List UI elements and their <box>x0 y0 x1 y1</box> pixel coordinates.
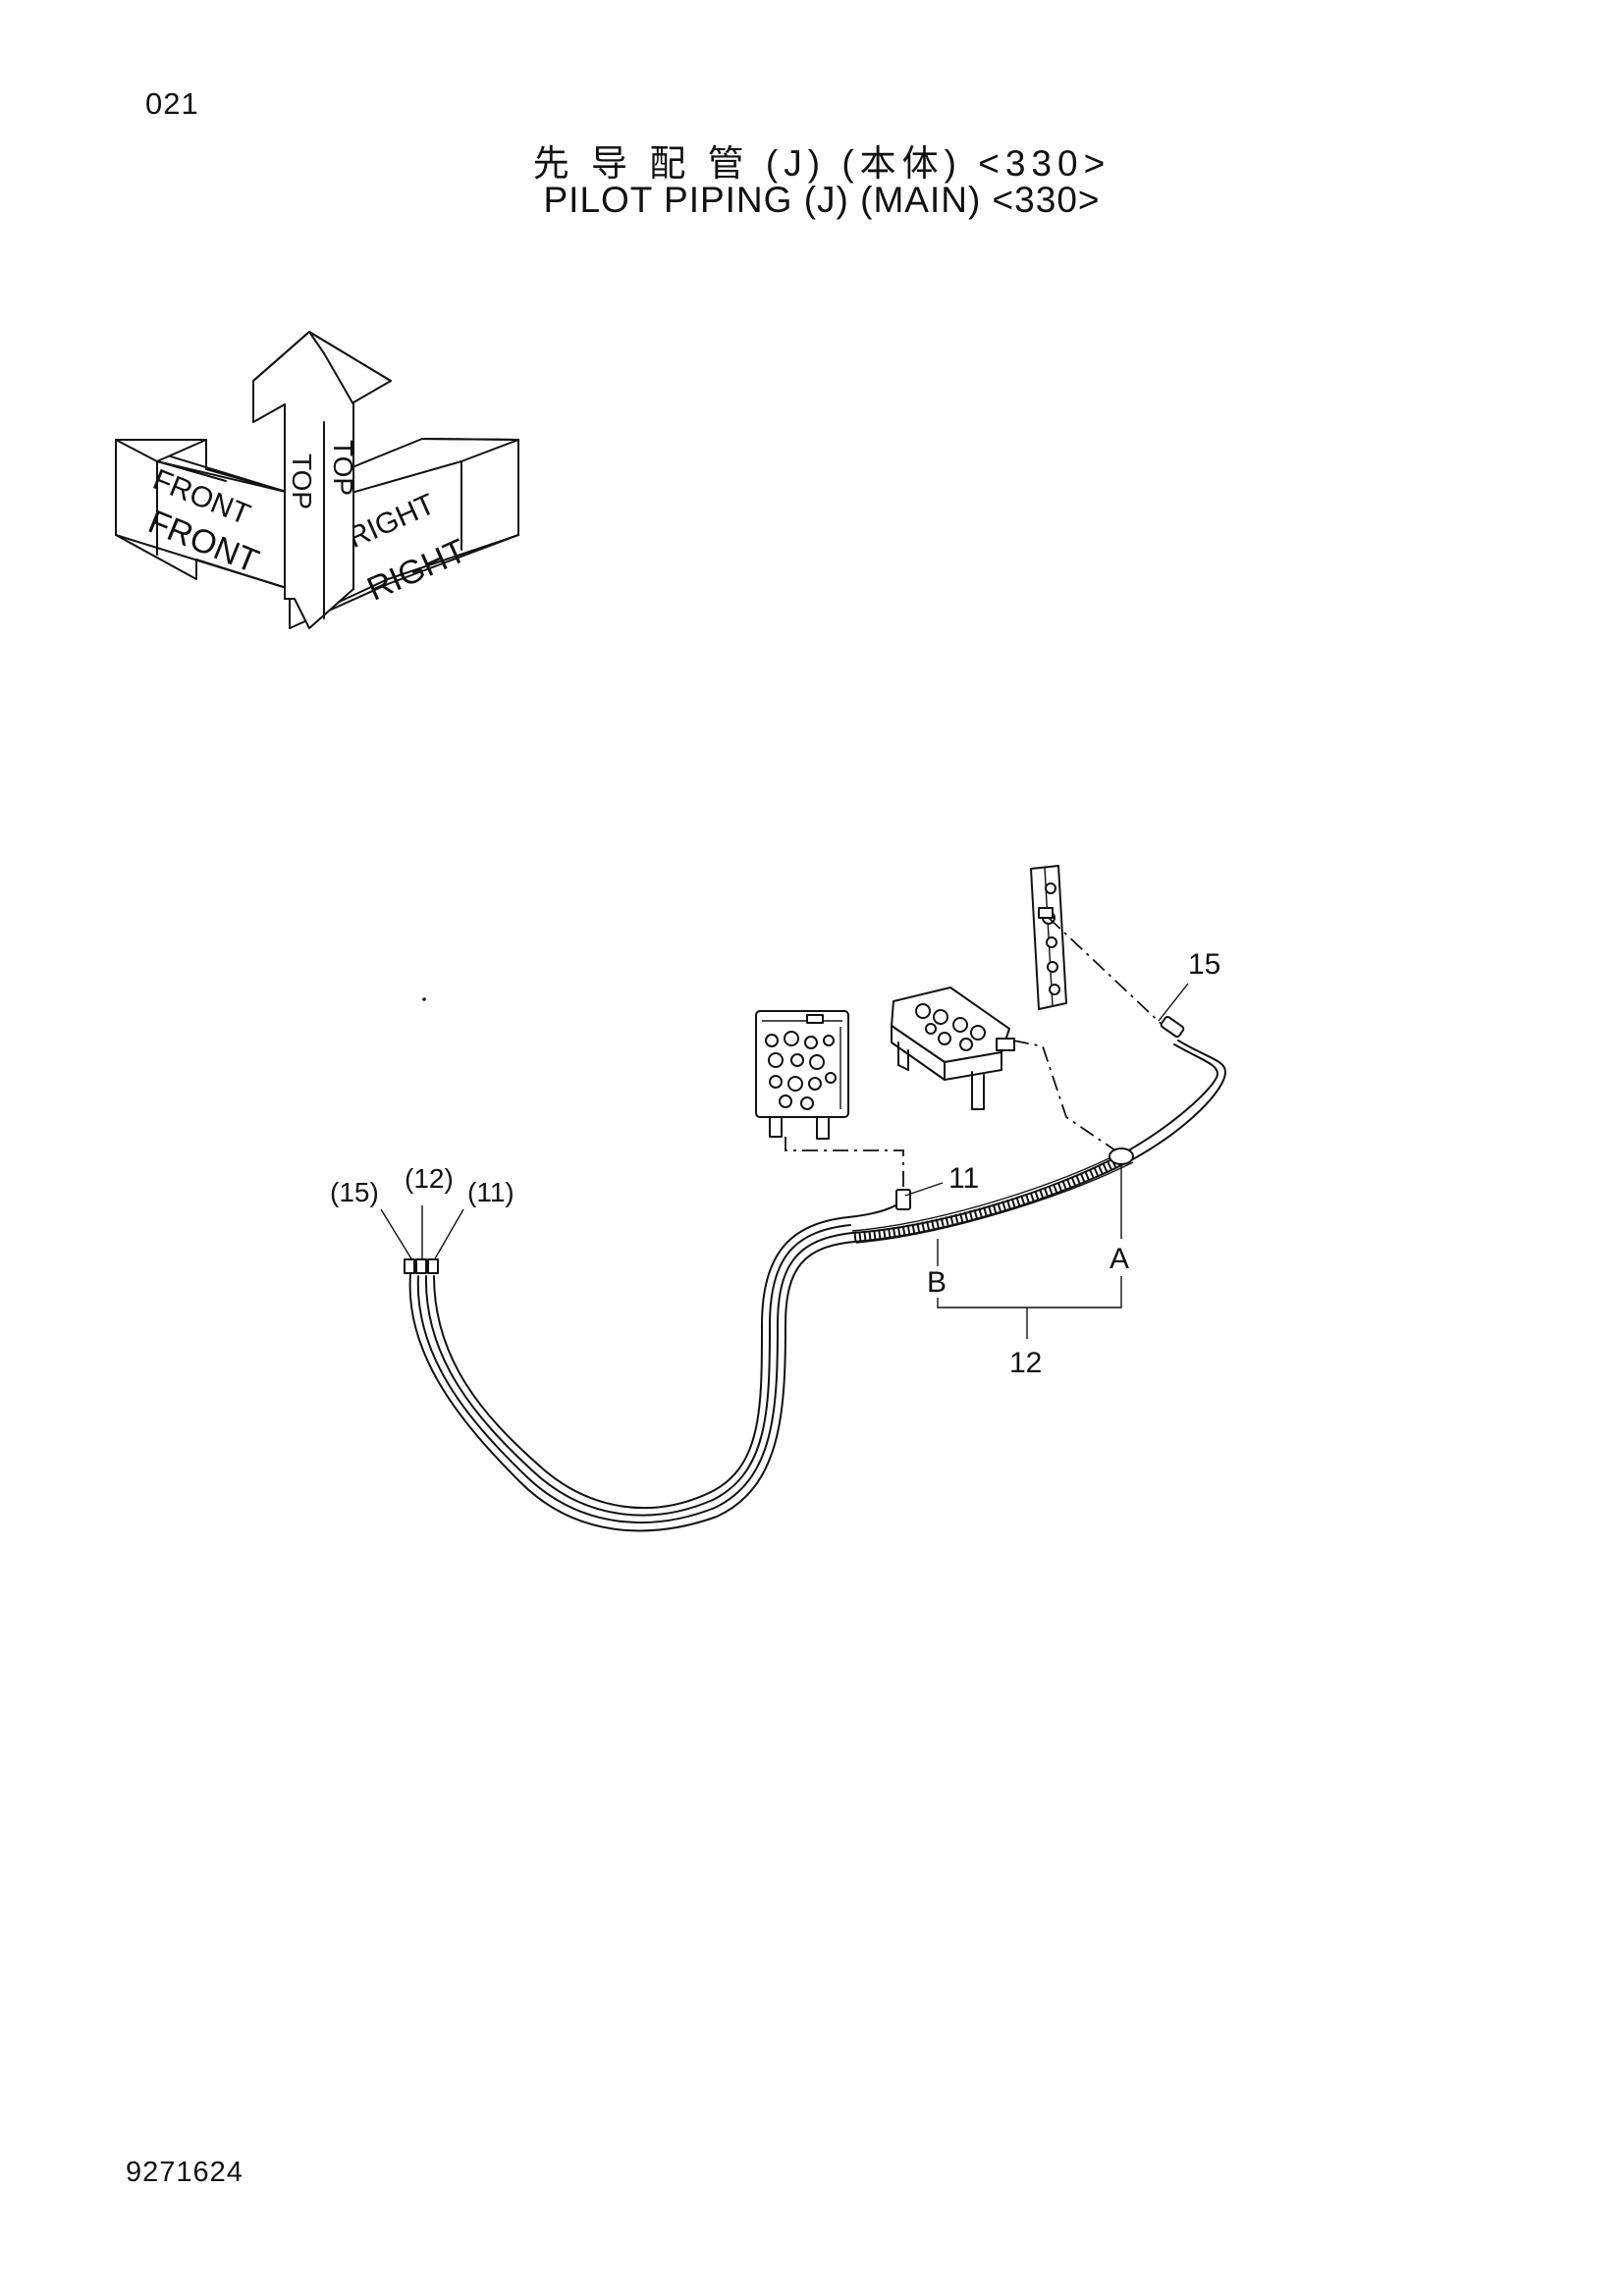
top-label-1: TOP <box>287 454 317 509</box>
callouts: 15 11 A B 12 (15) (12) (11) <box>330 948 1220 1379</box>
speck <box>422 997 426 1001</box>
title-english: PILOT PIPING (J) (MAIN) <330> <box>543 180 1101 220</box>
callout-15: 15 <box>1188 948 1220 981</box>
control-valve-block <box>755 1010 849 1140</box>
title-chinese: 先 导 配 管 (J) (本体) <330> <box>532 143 1111 184</box>
callout-12: 12 <box>1009 1347 1042 1379</box>
callout-paren-12: (12) <box>405 1163 454 1194</box>
callout-11: 11 <box>948 1162 979 1195</box>
top-label-2: TOP <box>328 440 358 496</box>
pilot-valve-block <box>891 987 1015 1110</box>
orientation-indicator: FRONT FRONT RIGHT RIGHT TOP TOP <box>115 331 519 629</box>
top-arrow: TOP TOP <box>252 331 392 629</box>
valve-bank-rail <box>1030 865 1067 1010</box>
callout-A: A <box>1110 1243 1129 1275</box>
front-arrow: FRONT FRONT <box>115 439 291 590</box>
page-number: 021 <box>145 86 199 121</box>
document-code: 9271624 <box>126 2157 244 2188</box>
hose-bundle <box>404 1015 1226 1532</box>
leader-lines <box>785 917 1167 1198</box>
callout-paren-15: (15) <box>330 1177 379 1207</box>
callout-B: B <box>927 1266 947 1299</box>
callout-paren-11: (11) <box>467 1177 514 1207</box>
